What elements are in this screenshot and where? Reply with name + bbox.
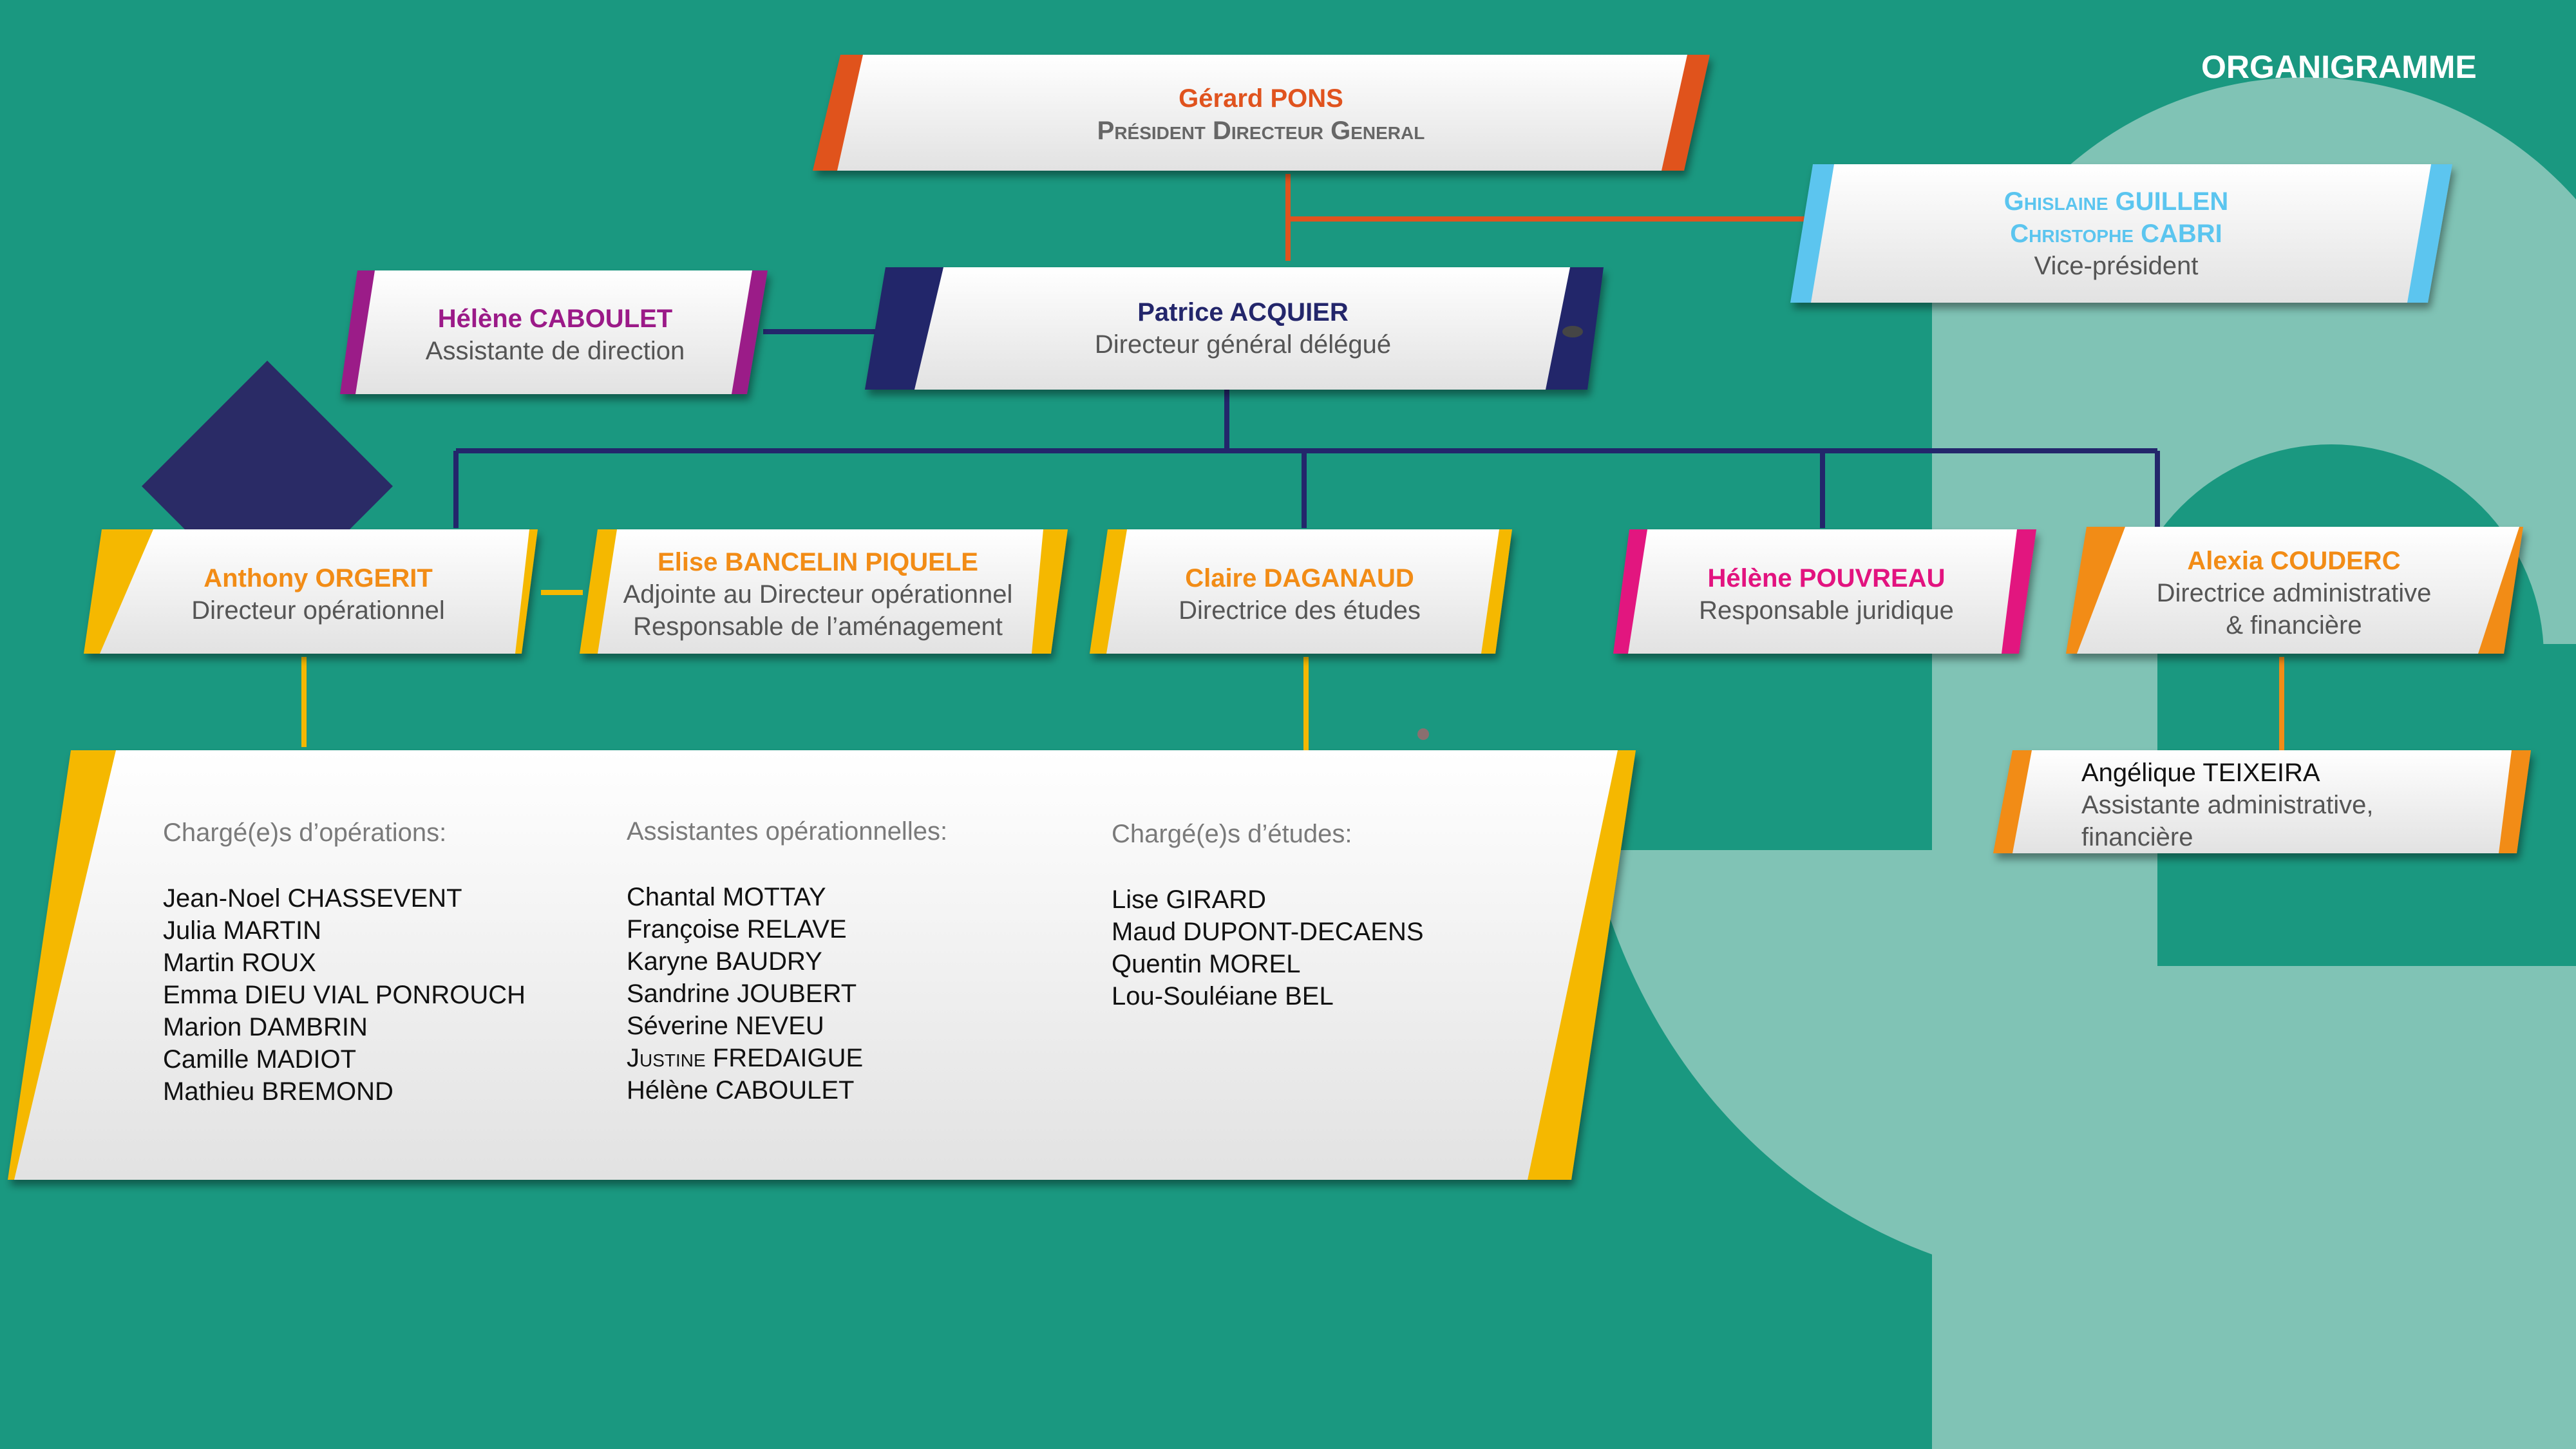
- pouvreau-name: Hélène POUVREAU: [1707, 564, 1946, 592]
- node-bancelin: Elise BANCELIN PIQUELE Adjointe au Direc…: [623, 546, 1013, 643]
- daganaud-name: Claire DAGANAUD: [1185, 564, 1414, 592]
- card-pons: [813, 55, 1710, 171]
- team-member: Lou-Souléiane BEL: [1112, 982, 1334, 1010]
- pouvreau-role: Responsable juridique: [1699, 596, 1954, 625]
- card-orgerit: [84, 529, 538, 654]
- team-member: Françoise RELAVE: [627, 915, 847, 943]
- caboulet-name: Hélène CABOULET: [437, 305, 673, 333]
- bancelin-role-2: Responsable de l’aménagement: [633, 612, 1003, 641]
- slide-title: ORGANIGRAMME: [2201, 49, 2477, 85]
- card-acquier: [865, 267, 1604, 390]
- team-member: Marion DAMBRIN: [163, 1013, 368, 1041]
- team-member: Camille MADIOT: [163, 1045, 357, 1074]
- card-pouvreau: [1613, 529, 2036, 654]
- pons-role: Président Directeur General: [1097, 117, 1425, 145]
- pons-name: Gérard PONS: [1179, 84, 1343, 113]
- team-member: Martin ROUX: [163, 949, 316, 977]
- node-teixeira: Angélique TEIXEIRA Assistante administra…: [2081, 757, 2374, 853]
- teixeira-role-1: Assistante administrative,: [2081, 791, 2374, 819]
- team-member: Séverine NEVEU: [627, 1012, 824, 1040]
- caboulet-role: Assistante de direction: [425, 337, 685, 365]
- team-studies-column: Chargé(e)s d’études: Lise GIRARD Maud DU…: [1112, 818, 1424, 1012]
- team-member: Justine FREDAIGUE: [627, 1044, 864, 1072]
- card-teixeira: [1993, 750, 2531, 853]
- node-couderc: Alexia COUDERC Directrice administrative…: [2157, 545, 2432, 641]
- team-member: Chantal MOTTAY: [627, 883, 826, 911]
- team-operations-column: Chargé(e)s d’opérations: Jean-Noel CHASS…: [163, 817, 526, 1108]
- cabri-name: Christophe CABRI: [2010, 220, 2222, 248]
- team-member: Emma DIEU VIAL PONROUCH: [163, 981, 526, 1009]
- assistants-heading: Assistantes opérationnelles:: [627, 817, 948, 846]
- team-assistants-column: Assistantes opérationnelles: Chantal MOT…: [627, 815, 947, 1106]
- card-bancelin: [580, 529, 1068, 654]
- team-member: Jean-Noel CHASSEVENT: [163, 884, 462, 913]
- acquier-name: Patrice ACQUIER: [1137, 298, 1349, 327]
- orgerit-name: Anthony ORGERIT: [204, 564, 433, 592]
- guillen-name: Ghislaine GUILLEN: [2003, 187, 2229, 216]
- node-acquier: Patrice ACQUIER Directeur général délégu…: [1095, 296, 1391, 361]
- teixeira-name: Angélique TEIXEIRA: [2081, 759, 2320, 787]
- team-member: Hélène CABOULET: [627, 1076, 855, 1104]
- couderc-role-2: & financière: [2226, 611, 2362, 639]
- team-member: Karyne BAUDRY: [627, 947, 822, 976]
- team-member: Maud DUPONT-DECAENS: [1112, 918, 1424, 946]
- node-guillen: Ghislaine GUILLEN Christophe CABRI Vice-…: [2004, 185, 2228, 282]
- card-guillen: [1790, 164, 2452, 303]
- acquier-role: Directeur général délégué: [1094, 330, 1392, 359]
- node-pouvreau: Hélène POUVREAU Responsable juridique: [1699, 562, 1954, 627]
- team-member: Julia MARTIN: [163, 916, 321, 945]
- connector-lines: [301, 174, 2284, 752]
- node-caboulet: Hélène CABOULET Assistante de direction: [426, 303, 685, 367]
- couderc-role-1: Directrice administrative: [2156, 579, 2432, 607]
- daganaud-role: Directrice des études: [1179, 596, 1421, 625]
- operations-heading: Chargé(e)s d’opérations:: [163, 819, 447, 847]
- studies-heading: Chargé(e)s d’études:: [1112, 820, 1352, 848]
- node-daganaud: Claire DAGANAUD Directrice des études: [1179, 562, 1421, 627]
- teixeira-role-2: financière: [2081, 823, 2193, 851]
- team-member: Mathieu BREMOND: [163, 1077, 393, 1106]
- decor-dot: [1417, 728, 1429, 740]
- card-team: [8, 750, 1636, 1180]
- node-pons: Gérard PONS Président Directeur General: [1097, 82, 1425, 147]
- team-member: Lise GIRARD: [1112, 886, 1267, 914]
- card-couderc: [2066, 527, 2523, 654]
- team-member: Sandrine JOUBERT: [627, 980, 857, 1008]
- orgerit-role: Directeur opérationnel: [191, 596, 445, 625]
- card-caboulet: [340, 270, 768, 394]
- node-orgerit: Anthony ORGERIT Directeur opérationnel: [191, 562, 445, 627]
- couderc-name: Alexia COUDERC: [2187, 547, 2401, 575]
- card-daganaud: [1090, 529, 1512, 654]
- bancelin-role-1: Adjointe au Directeur opérationnel: [623, 580, 1013, 609]
- bancelin-name: Elise BANCELIN PIQUELE: [658, 548, 978, 576]
- team-member: Quentin MOREL: [1112, 950, 1301, 978]
- guillen-role: Vice-président: [2034, 252, 2199, 280]
